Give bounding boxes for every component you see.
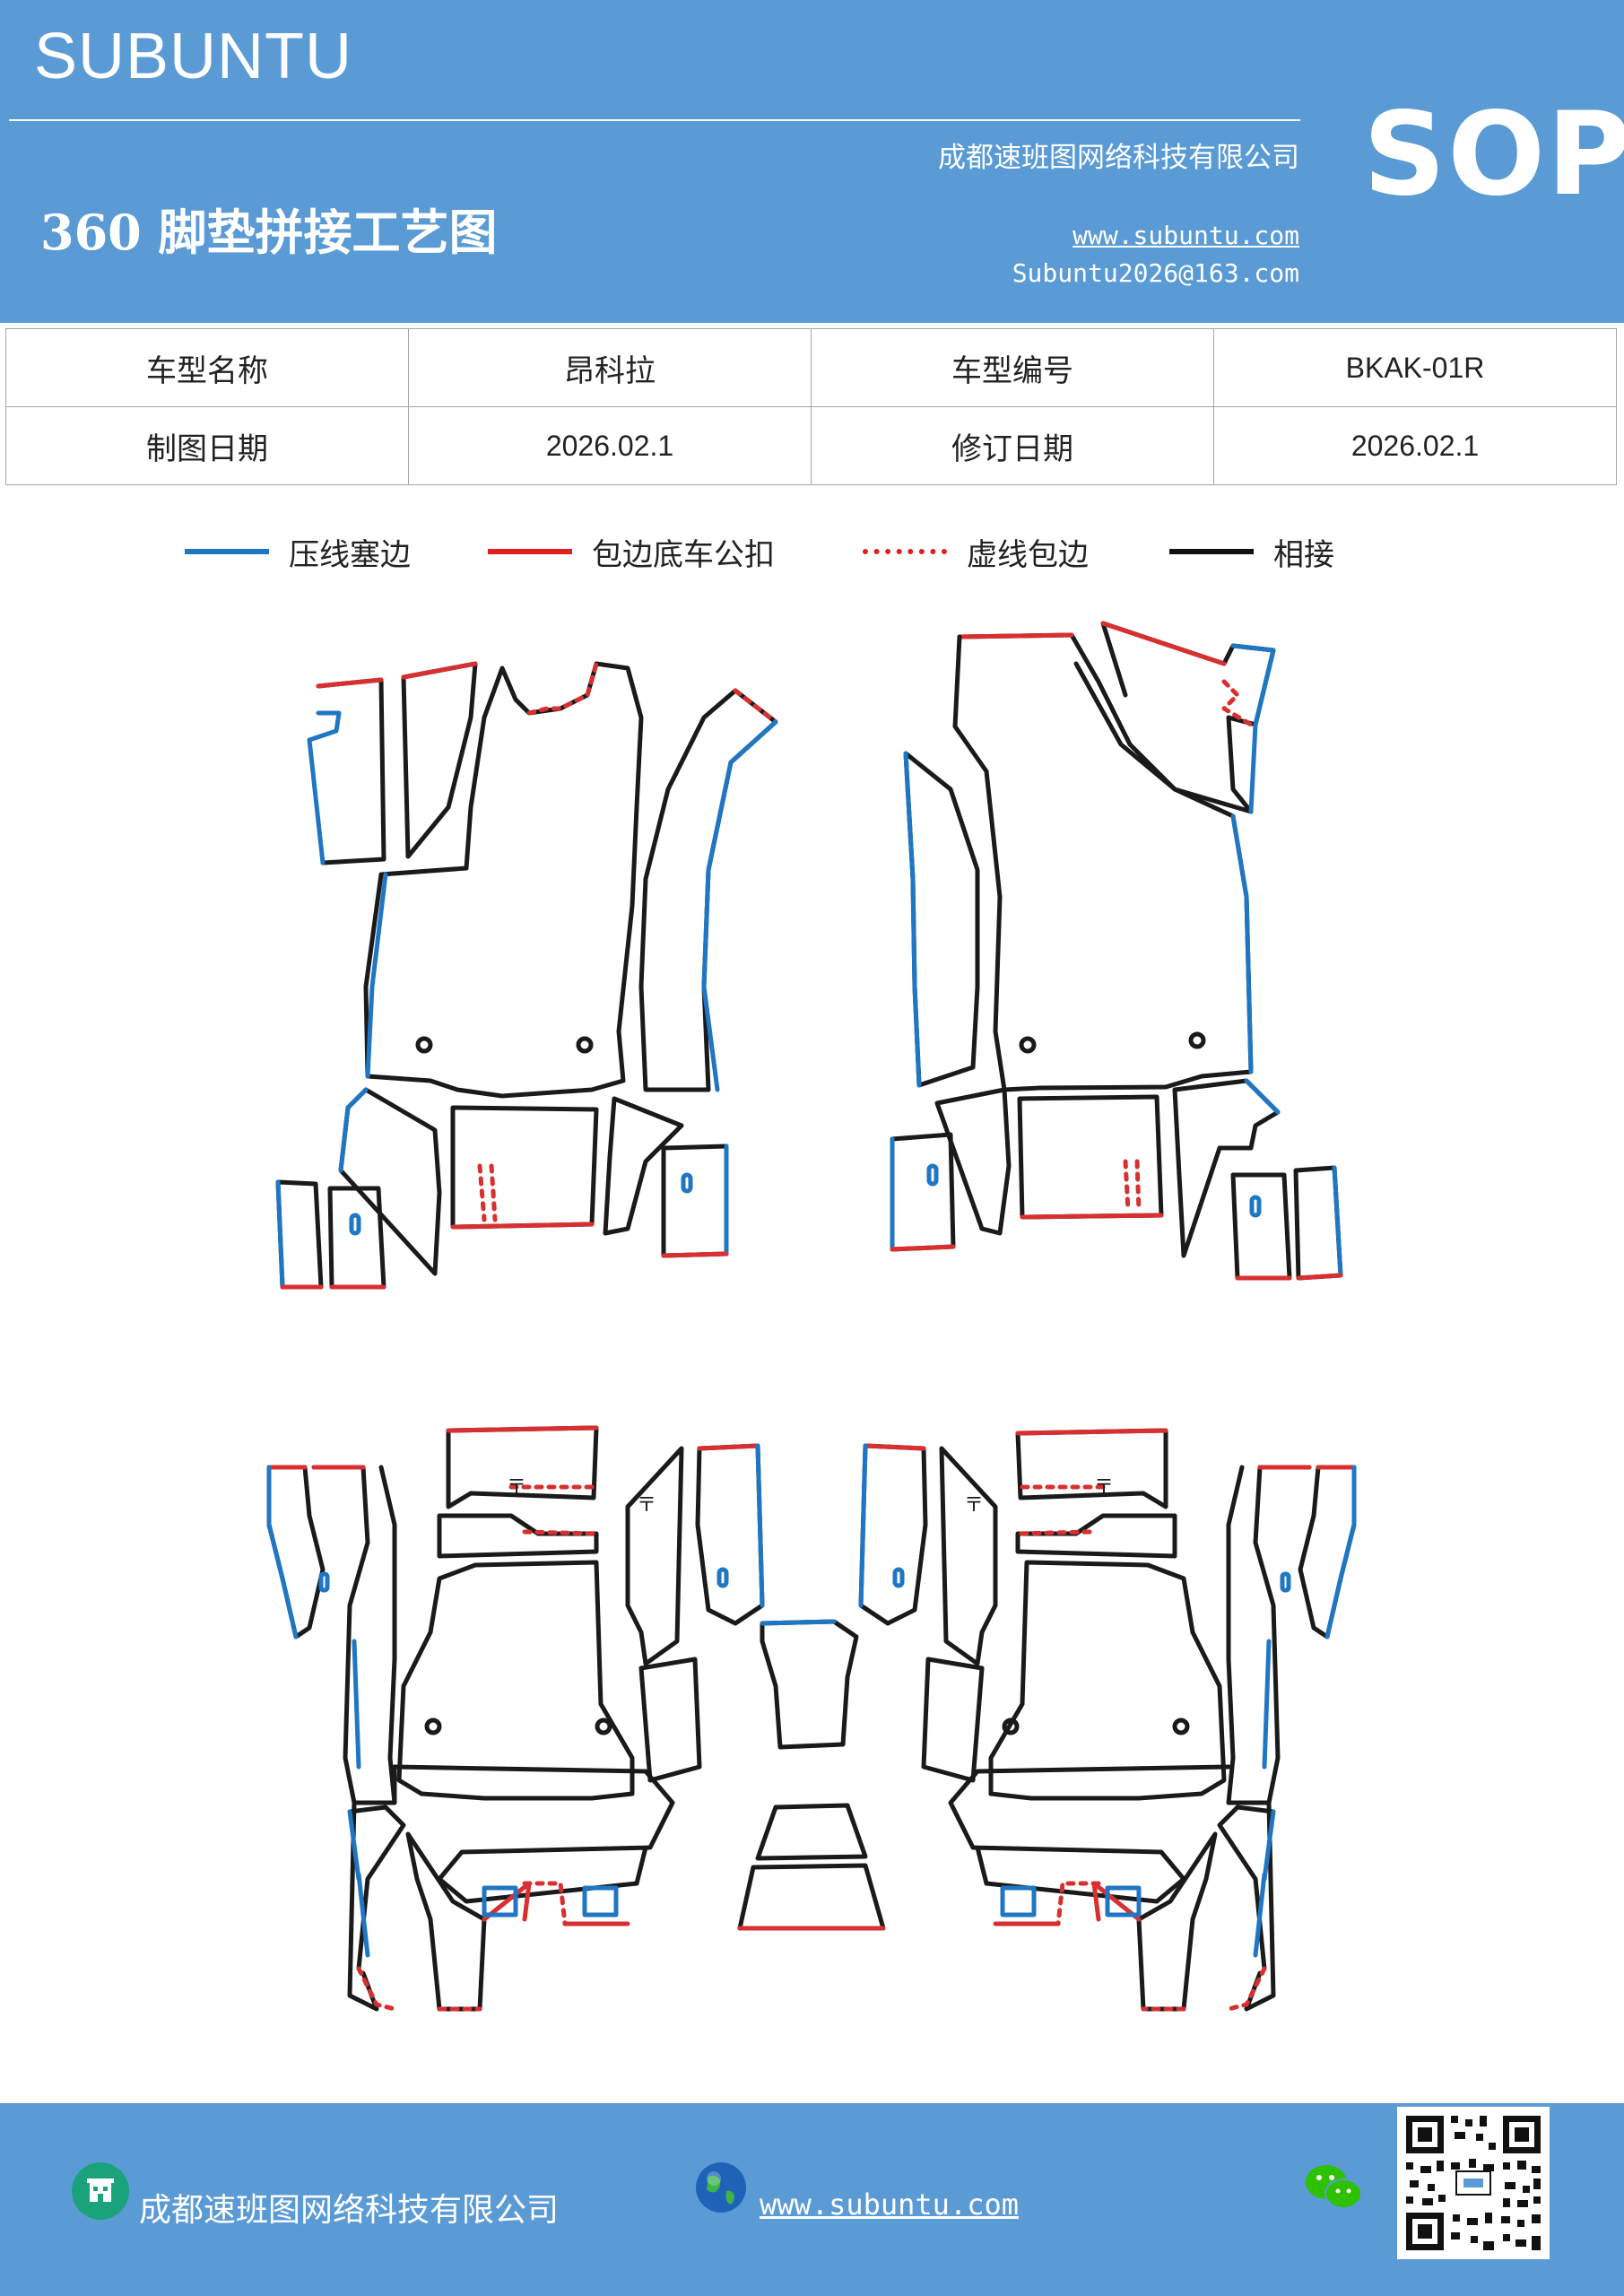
- legend-label: 相接: [1273, 536, 1334, 573]
- label-model-name: 车型名称: [5, 328, 409, 407]
- symbol-marker: 〒: [637, 1494, 656, 1517]
- mat-set-top-right: [890, 621, 1343, 1281]
- floor-mat-diagram: 〒 〒: [266, 621, 1357, 2012]
- symbol-marker: 〒: [964, 1494, 984, 1517]
- legend-label: 包边底车公扣: [592, 536, 775, 573]
- symbol-marker: 〒: [507, 1476, 526, 1499]
- wechat-icon: [1302, 2161, 1365, 2214]
- building-icon: [72, 2162, 129, 2220]
- mat-set-center: [737, 1619, 886, 1931]
- symbol-marker: 〒: [1094, 1476, 1114, 1499]
- footer-banner: 成都速班图网络科技有限公司 www.subuntu.com: [0, 2103, 1624, 2296]
- header-divider: [9, 119, 1300, 121]
- document-title: 360 脚垫拼接工艺图: [40, 204, 498, 261]
- footer-company: 成都速班图网络科技有限公司: [139, 2192, 560, 2229]
- table-row: 车型名称 昂科拉 车型编号 BKAK-01R: [5, 328, 1617, 407]
- email-address: Subuntu2026@163.com: [1012, 258, 1299, 288]
- value-draw-date: 2026.02.1: [408, 406, 812, 485]
- mat-set-bottom-left: 〒 〒: [266, 1425, 765, 2012]
- legend-swatch-red-dotted: [863, 549, 947, 554]
- website-link[interactable]: www.subuntu.com: [1073, 221, 1299, 250]
- mat-set-top-left: [275, 661, 778, 1290]
- line-legend: 压线塞边 包边底车公扣 虚线包边 相接: [0, 525, 1624, 578]
- value-revise-date: 2026.02.1: [1213, 406, 1617, 485]
- mat-set-bottom-right: 〒 〒: [858, 1428, 1357, 2012]
- sop-badge: SOP: [1363, 88, 1624, 222]
- legend-label: 虚线包边: [967, 536, 1089, 573]
- vehicle-info-table: 车型名称 昂科拉 车型编号 BKAK-01R 制图日期 2026.02.1 修订…: [5, 328, 1617, 485]
- footer-website-link[interactable]: www.subuntu.com: [760, 2187, 1019, 2222]
- brand-name: SUBUNTU: [34, 21, 353, 92]
- label-revise-date: 修订日期: [811, 406, 1214, 485]
- legend-item: 虚线包边: [863, 525, 1089, 578]
- legend-swatch-black: [1169, 549, 1254, 554]
- legend-item: 压线塞边: [185, 525, 411, 578]
- legend-swatch-blue: [185, 549, 269, 554]
- globe-icon: [692, 2159, 750, 2216]
- company-name: 成都速班图网络科技有限公司: [938, 142, 1299, 174]
- qr-code: [1397, 2107, 1550, 2259]
- table-row: 制图日期 2026.02.1 修订日期 2026.02.1: [5, 406, 1617, 485]
- label-model-code: 车型编号: [811, 328, 1214, 407]
- label-draw-date: 制图日期: [5, 406, 409, 485]
- legend-item: 相接: [1169, 525, 1334, 578]
- header-banner: SUBUNTU 成都速班图网络科技有限公司 360 脚垫拼接工艺图 www.su…: [0, 0, 1624, 323]
- legend-swatch-red: [488, 549, 572, 554]
- legend-label: 压线塞边: [289, 536, 411, 573]
- value-model-code: BKAK-01R: [1213, 328, 1617, 407]
- value-model-name: 昂科拉: [408, 328, 812, 407]
- legend-item: 包边底车公扣: [488, 525, 775, 578]
